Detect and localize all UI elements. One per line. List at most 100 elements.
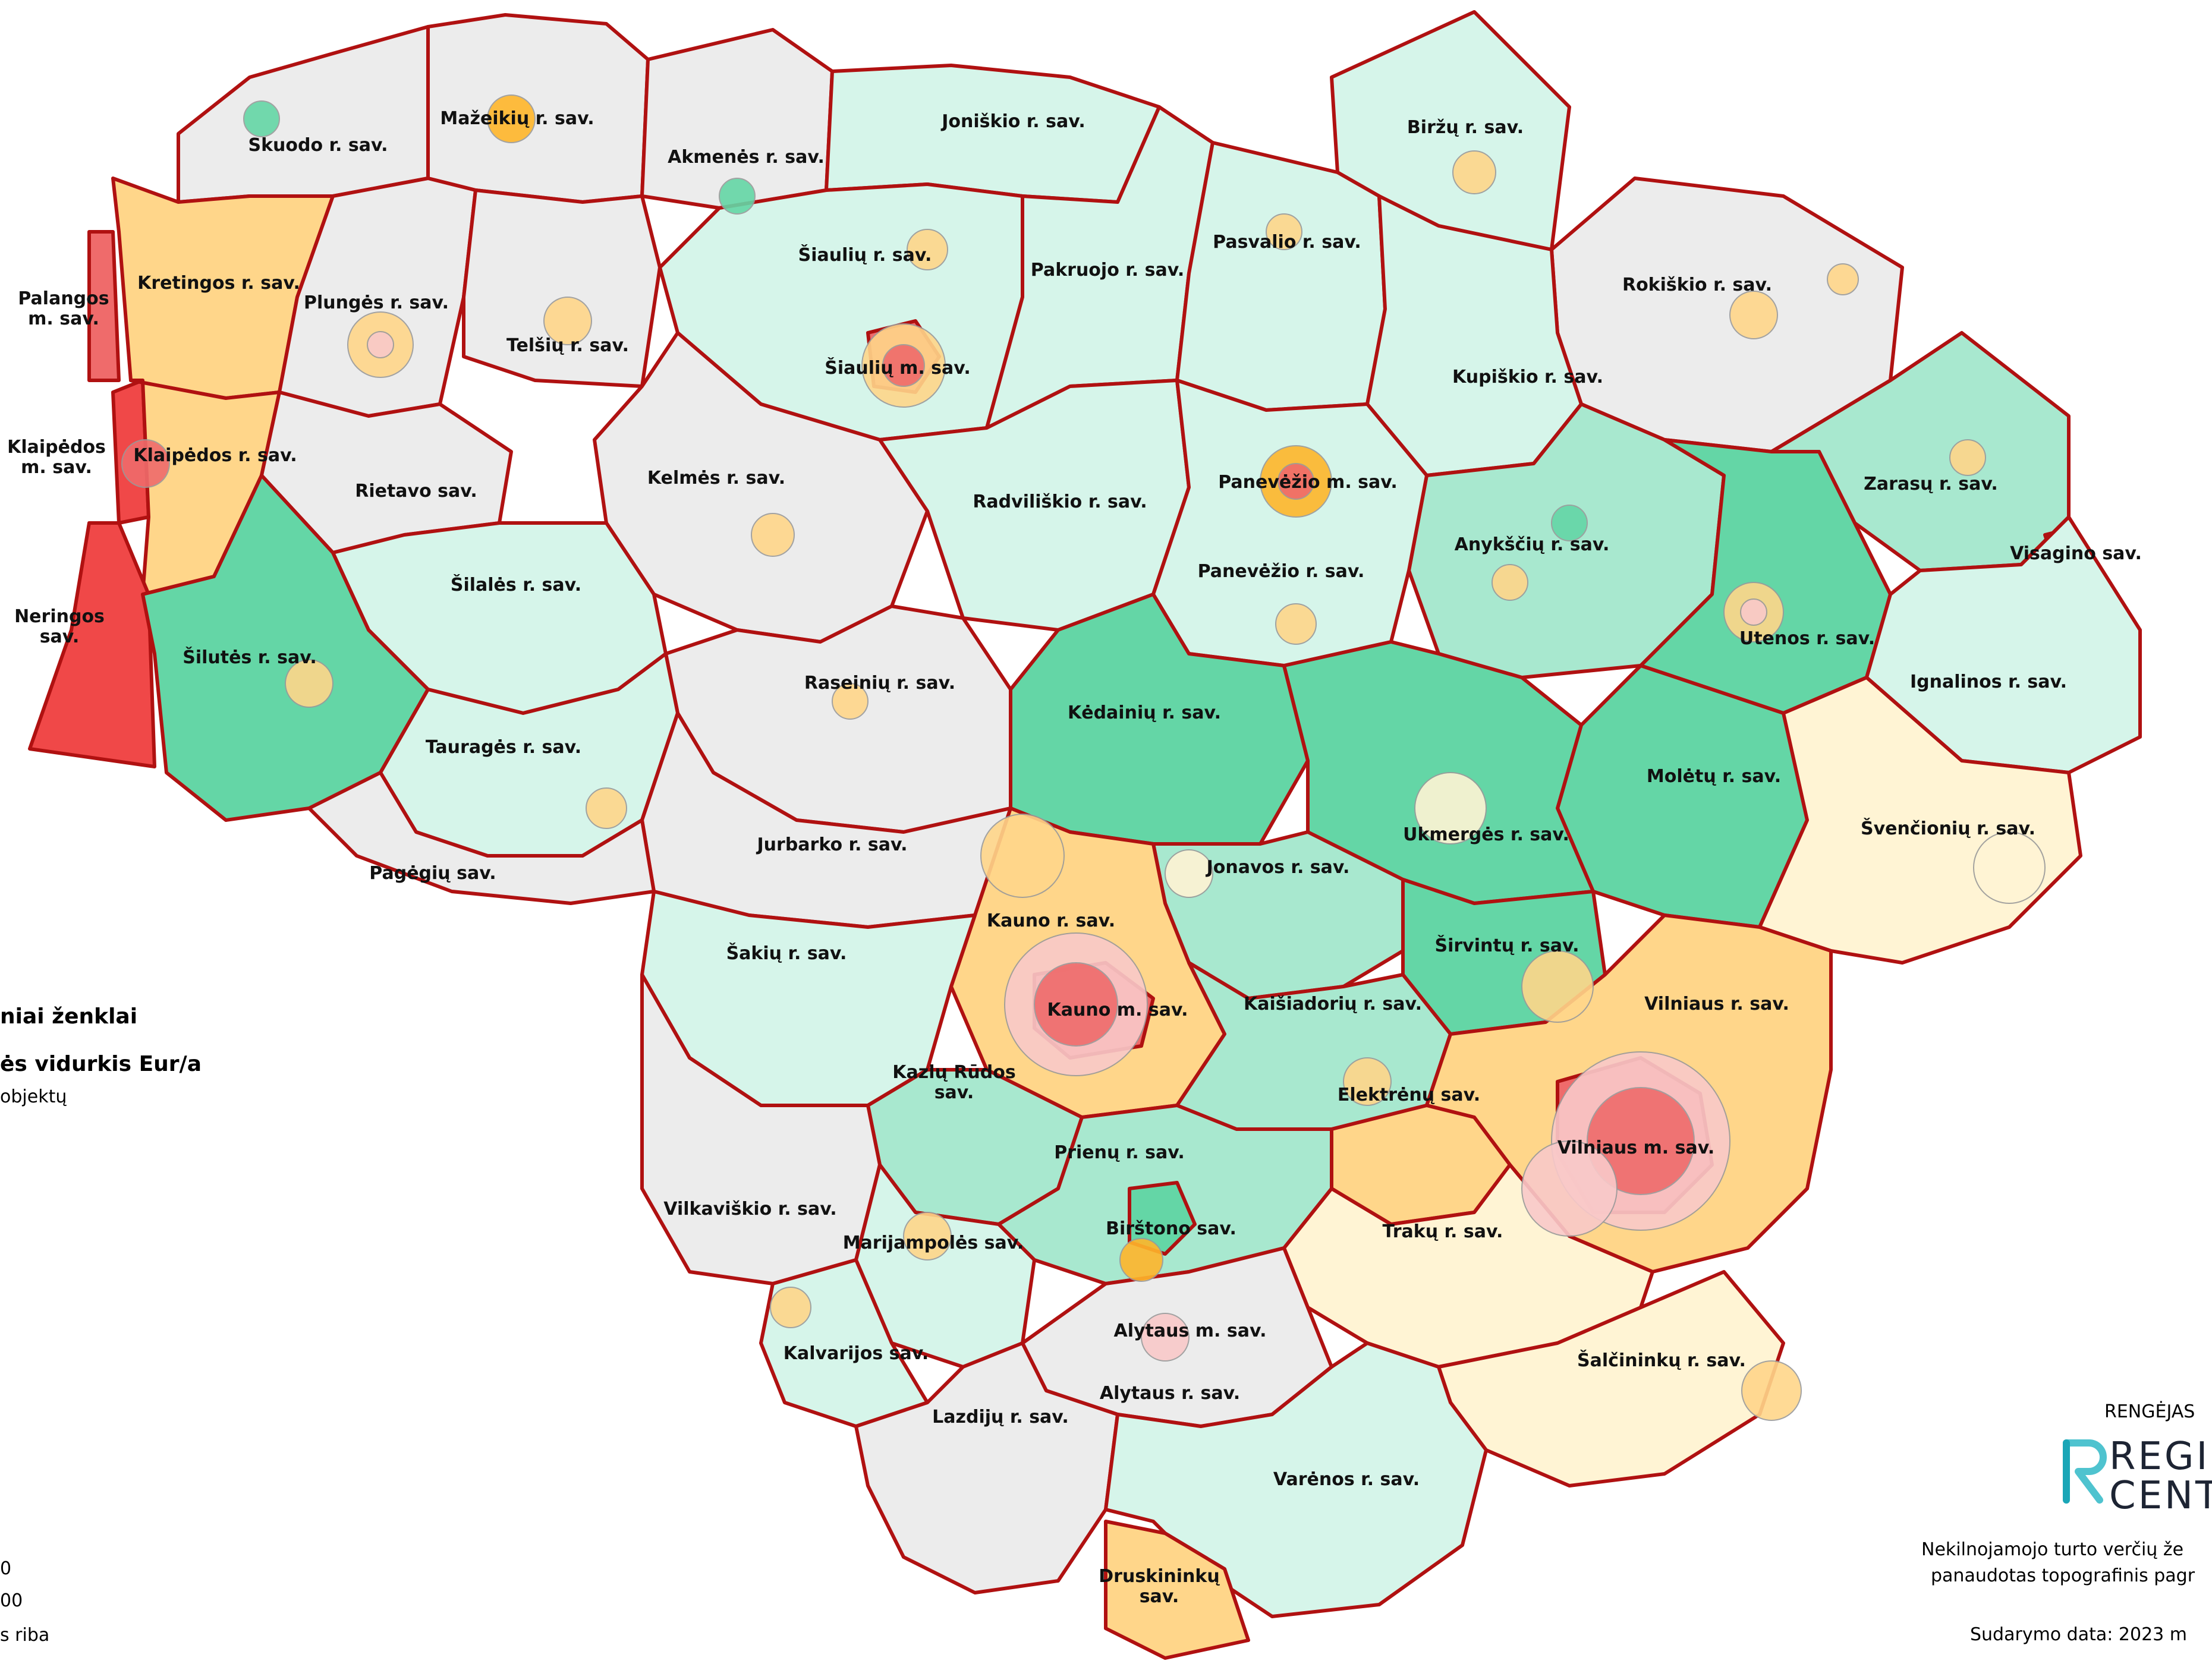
municipality-label-radviliskio: Radviliškio r. sav.: [973, 491, 1147, 512]
municipality-label-rietavo: Rietavo sav.: [355, 481, 477, 502]
municipality-label-alytaus_r: Alytaus r. sav.: [1099, 1383, 1241, 1404]
municipality-label-zarasu: Zarasų r. sav.: [1864, 474, 1998, 494]
municipality-label-kretingos: Kretingos r. sav.: [137, 273, 300, 294]
municipality-label-moletu: Molėtų r. sav.: [1646, 766, 1782, 787]
author-label: RENGĖJAS: [2104, 1401, 2195, 1422]
legend-title: niai ženklai: [0, 1004, 138, 1029]
municipality-label-vilkaviskio: Vilkaviškio r. sav.: [663, 1199, 837, 1219]
settlement-area: [1949, 439, 1986, 476]
municipality-telsiu: [462, 188, 662, 388]
municipality-skuodo: [177, 25, 430, 204]
settlement-area: [1729, 291, 1778, 339]
settlement-area: [1492, 564, 1528, 601]
municipality-label-jurbarko: Jurbarko r. sav.: [757, 834, 908, 855]
settlement-area: [543, 297, 592, 345]
municipality-label-sakiu: Šakių r. sav.: [726, 943, 847, 964]
settlement-area: [1973, 831, 2046, 904]
municipality-label-taurages: Tauragės r. sav.: [425, 737, 582, 758]
settlement-area: [243, 100, 280, 137]
municipality-label-varenos: Varėnos r. sav.: [1273, 1469, 1420, 1490]
municipality-label-siauliu_m: Šiaulių m. sav.: [825, 358, 971, 379]
municipality-label-druskininku: Druskininkų sav.: [1099, 1566, 1220, 1607]
municipality-label-traku: Trakų r. sav.: [1382, 1221, 1503, 1242]
settlement-area: [832, 683, 869, 720]
municipality-label-pagegiu: Pagėgių sav.: [369, 863, 496, 884]
legend-item-1: 0: [0, 1558, 12, 1579]
settlement-area: [980, 814, 1065, 898]
settlement-area: [770, 1287, 811, 1328]
settlement-area: [1034, 962, 1118, 1047]
legend-subtitle: ės vidurkis Eur/a: [0, 1052, 202, 1076]
settlement-area: [1741, 1360, 1802, 1421]
settlement-area: [882, 344, 925, 387]
municipality-label-palangos: Palangos m. sav.: [18, 288, 109, 329]
municipality-label-svencioniu: Švenčionių r. sav.: [1861, 818, 2035, 839]
municipality-label-plunges: Plungės r. sav.: [303, 292, 449, 313]
municipality-label-klaipedos_m: Klaipėdos m. sav.: [7, 437, 106, 478]
municipality-label-silutes: Šilutės r. sav.: [183, 647, 317, 668]
municipality-label-vilniaus_r: Vilniaus r. sav.: [1644, 994, 1789, 1014]
settlement-area: [1414, 772, 1487, 844]
settlement-area: [487, 94, 536, 143]
settlement-area: [1452, 150, 1496, 194]
credits-desc-line2: panaudotas topografinis pagr: [1931, 1565, 2195, 1586]
municipality-label-pasvalio: Pasvalio r. sav.: [1213, 232, 1361, 253]
municipality-marijampoles: [854, 1163, 1036, 1369]
municipality-label-kazlu_rudos: Kazlų Rūdos sav.: [892, 1062, 1016, 1103]
municipality-label-birzu: Biržų r. sav.: [1407, 117, 1524, 138]
municipality-druskininku: [1104, 1520, 1250, 1660]
municipality-label-ignalinos: Ignalinos r. sav.: [1909, 672, 2068, 692]
settlement-area: [1343, 1057, 1392, 1106]
settlement-area: [1521, 950, 1594, 1023]
municipality-label-birstono: Birštono sav.: [1106, 1218, 1236, 1239]
legend-item-2: 00: [0, 1590, 23, 1611]
municipality-label-siauliu_r: Šiaulių r. sav.: [798, 245, 932, 266]
legend-note: objektų: [0, 1086, 67, 1107]
settlement-area: [1165, 849, 1213, 898]
municipality-label-telsiu: Telšių r. sav.: [506, 335, 630, 356]
municipality-label-silales: Šilalės r. sav.: [450, 575, 582, 595]
municipality-label-lazdiju: Lazdijų r. sav.: [932, 1407, 1069, 1427]
municipality-ukmerges: [1282, 640, 1595, 905]
municipality-label-kauno_r: Kauno r. sav.: [986, 910, 1116, 931]
municipality-label-kupiskio: Kupiškio r. sav.: [1452, 367, 1603, 387]
municipality-label-pakruojo: Pakruojo r. sav.: [1030, 260, 1185, 281]
municipality-label-skuodo: Skuodo r. sav.: [248, 135, 388, 156]
legend-item-3: s riba: [0, 1625, 50, 1646]
municipality-label-kauno_m: Kauno m. sav.: [1047, 1000, 1188, 1020]
municipality-label-kalvarijos: Kalvarijos sav.: [783, 1343, 929, 1364]
municipality-label-raseiniu: Raseinių r. sav.: [804, 673, 956, 694]
municipality-label-kelmes: Kelmės r. sav.: [647, 468, 786, 489]
municipality-pasvalio: [1175, 141, 1387, 412]
settlement-area: [1587, 1087, 1695, 1195]
municipality-label-kaisiadoriu: Kaišiadorių r. sav.: [1243, 994, 1423, 1014]
logo-text-line1: REGIST: [2109, 1435, 2212, 1479]
compilation-date: Sudarymo data: 2023 m: [1970, 1624, 2188, 1645]
settlement-area: [751, 513, 795, 557]
settlement-area: [285, 659, 333, 708]
registry-logo-icon: [2063, 1439, 2107, 1504]
municipality-label-joniskio: Joniškio r. sav.: [942, 111, 1085, 132]
municipality-label-mazeikiu: Mažeikių r. sav.: [440, 108, 594, 129]
municipality-label-marijampoles: Marijampolės sav.: [842, 1233, 1024, 1253]
municipality-label-akmenes: Akmenės r. sav.: [668, 147, 825, 168]
settlement-area: [586, 787, 627, 829]
municipality-label-utenos: Utenos r. sav.: [1739, 628, 1876, 649]
municipality-label-elektrenu: Elektrėnų sav.: [1337, 1085, 1481, 1105]
municipality-palangos: [87, 230, 121, 382]
municipality-label-ukmerges: Ukmergės r. sav.: [1403, 824, 1569, 845]
logo-text-line2: CENTR: [2109, 1474, 2212, 1518]
settlement-area: [1119, 1238, 1163, 1282]
settlement-area: [719, 178, 756, 215]
settlement-area: [1551, 505, 1588, 541]
municipality-pagegiu: [307, 771, 656, 905]
settlement-area: [121, 439, 170, 488]
settlement-area: [903, 1212, 952, 1261]
municipality-label-vilniaus_m: Vilniaus m. sav.: [1557, 1137, 1715, 1158]
municipality-label-panevezio_m: Panevėžio m. sav.: [1218, 472, 1398, 493]
municipality-label-panevezio_r: Panevėžio r. sav.: [1197, 561, 1365, 582]
settlement-area: [1266, 213, 1302, 250]
municipality-label-rokiskio: Rokiškio r. sav.: [1622, 275, 1773, 295]
municipality-label-visagino: Visagino sav.: [2010, 543, 2142, 564]
